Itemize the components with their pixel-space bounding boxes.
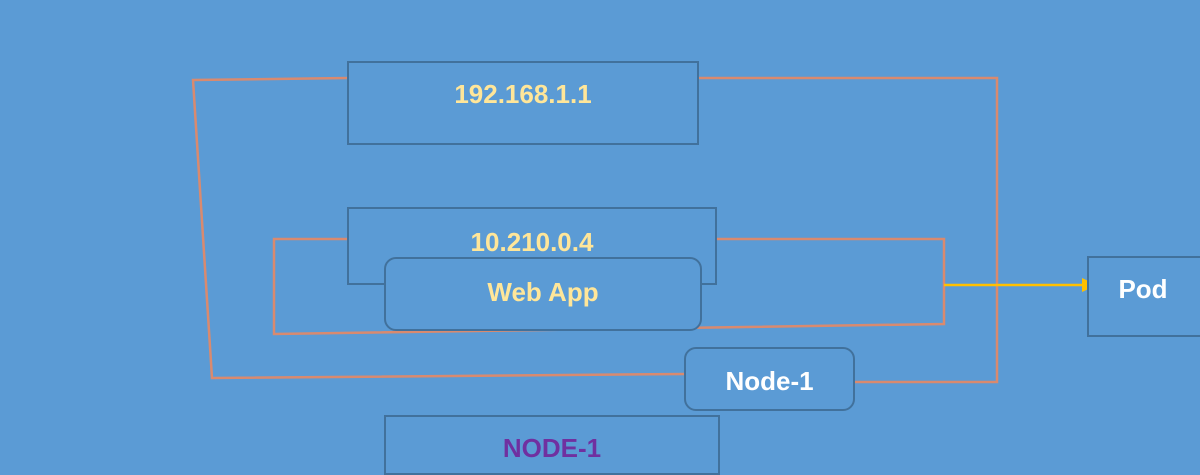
node-title-label: NODE-1 (502, 433, 602, 463)
pod-box: Pod (1087, 256, 1200, 337)
node-badge-label: Node-1 (725, 366, 814, 396)
web-app-box: Web App (384, 257, 702, 331)
outer-connector-left (191, 76, 687, 380)
outer-connector-right (698, 76, 999, 384)
web-app-label: Web App (487, 277, 599, 307)
external-ip-label: 192.168.1.1 (454, 79, 592, 109)
internal-ip-label: 10.210.0.4 (470, 227, 594, 257)
node-title-box: NODE-1 (384, 415, 720, 475)
node-badge-box: Node-1 (684, 347, 855, 411)
pod-label: Pod (1118, 274, 1168, 304)
external-ip-box: 192.168.1.1 (347, 61, 699, 145)
